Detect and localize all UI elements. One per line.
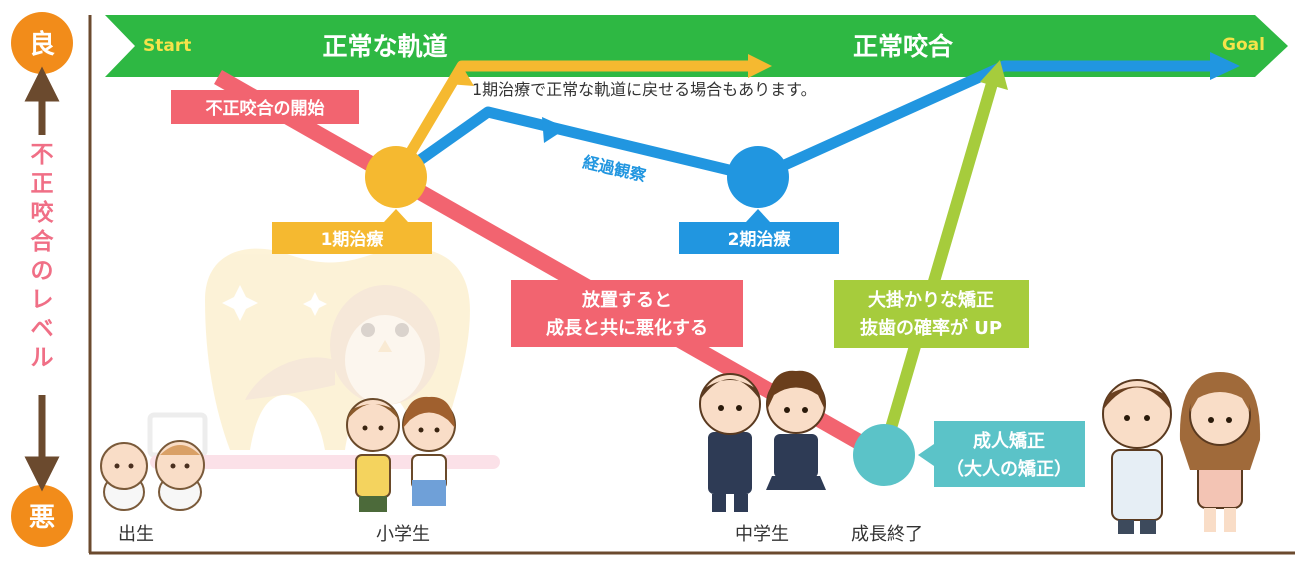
start-label: Start bbox=[143, 36, 191, 56]
phase1-label-box: 1期治療 bbox=[272, 209, 432, 254]
axis-title-char: 正 bbox=[31, 171, 54, 197]
observation-arrowhead bbox=[542, 117, 567, 143]
svg-text:良: 良 bbox=[29, 29, 55, 60]
junior-high-students-illustration bbox=[699, 370, 826, 512]
stage-label-growth-end: 成長終了 bbox=[851, 524, 923, 545]
svg-text:大掛かりな矯正: 大掛かりな矯正 bbox=[868, 289, 994, 311]
svg-text:成長と共に悪化する: 成長と共に悪化する bbox=[546, 317, 708, 339]
major-correction-label-box: 大掛かりな矯正 抜歯の確率が UP bbox=[834, 280, 1029, 348]
worsen-label-box: 放置すると 成長と共に悪化する bbox=[511, 280, 743, 347]
adult-correction-label-box: 成人矯正 （大人の矯正） bbox=[918, 421, 1085, 487]
growth-end-node bbox=[853, 424, 915, 486]
major-correction-path bbox=[878, 78, 999, 454]
babies-illustration bbox=[100, 440, 205, 511]
svg-text:2期治療: 2期治療 bbox=[728, 229, 792, 250]
onset-label-box: 不正咬合の開始 bbox=[171, 90, 359, 124]
elementary-kids-illustration bbox=[346, 396, 456, 512]
stage-label-birth: 出生 bbox=[118, 524, 154, 545]
axis-title-char: ル bbox=[31, 345, 54, 371]
axis-title-char: 不 bbox=[31, 142, 54, 168]
adults-illustration bbox=[1102, 372, 1261, 534]
axis-title-char: レ bbox=[31, 287, 54, 313]
stage-label-junior-high: 中学生 bbox=[735, 524, 789, 545]
svg-text:1期治療: 1期治療 bbox=[321, 229, 385, 250]
svg-text:（大人の矯正）: （大人の矯正） bbox=[946, 458, 1072, 480]
axis-title-char: 咬 bbox=[31, 199, 55, 226]
bad-level-badge: 悪 bbox=[11, 485, 73, 547]
phase2-node bbox=[727, 146, 789, 208]
svg-text:放置すると: 放置すると bbox=[581, 289, 672, 311]
svg-text:抜歯の確率が UP: 抜歯の確率が UP bbox=[860, 317, 1002, 339]
axis-title-char: ベ bbox=[31, 316, 54, 342]
phase1-node bbox=[365, 146, 427, 208]
observation-label: 経過観察 bbox=[581, 152, 649, 185]
normal-path-banner bbox=[105, 15, 1288, 77]
axis-title-char: の bbox=[31, 258, 54, 284]
phase1-return-note: 1期治療で正常な軌道に戻せる場合もあります。 bbox=[472, 80, 817, 99]
phase1-return-arrowhead bbox=[748, 54, 772, 78]
major-correction-arrowhead bbox=[980, 60, 1008, 90]
axis-title-char: 合 bbox=[31, 228, 55, 255]
phase2-label-box: 2期治療 bbox=[679, 209, 839, 254]
svg-text:成人矯正: 成人矯正 bbox=[973, 430, 1045, 452]
svg-text:悪: 悪 bbox=[29, 503, 55, 533]
normal-bite-title: 正常咬合 bbox=[853, 32, 954, 61]
normal-path-title: 正常な軌道 bbox=[322, 32, 447, 61]
good-level-badge: 良 bbox=[11, 12, 73, 74]
svg-text:不正咬合の開始: 不正咬合の開始 bbox=[206, 98, 325, 119]
goal-label: Goal bbox=[1222, 35, 1265, 55]
goal-arrowhead bbox=[1210, 52, 1240, 80]
stage-label-elementary: 小学生 bbox=[376, 524, 430, 545]
